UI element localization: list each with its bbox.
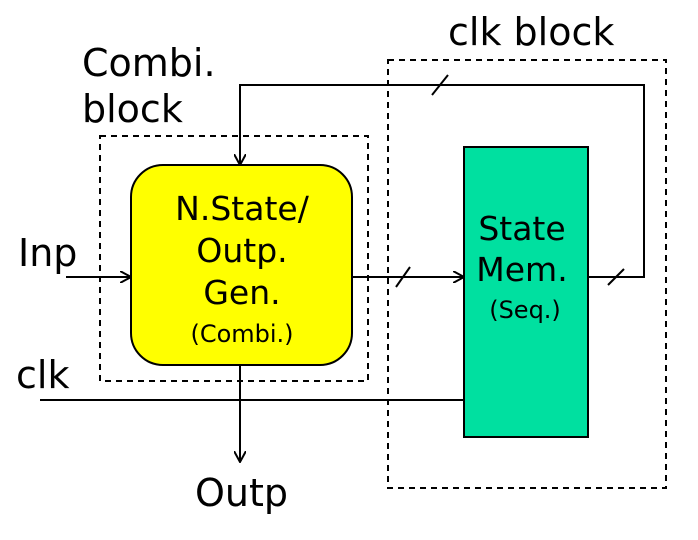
combi-box-line4: (Combi.) <box>190 320 293 348</box>
combi-logic-box <box>130 164 353 366</box>
combi-block-boundary <box>99 135 369 382</box>
clock-label: clk <box>16 353 69 397</box>
bus-slash-feedback-top <box>431 74 449 96</box>
combi-box-line2: Outp. <box>196 231 287 270</box>
clk-block-label: clk block <box>448 10 614 54</box>
bus-slash-feedback-right <box>607 268 625 286</box>
input-label: Inp <box>18 231 77 275</box>
state-box-line1: State <box>478 209 565 248</box>
combi-block-label-line2: block <box>82 87 183 131</box>
combi-box-line1: N.State/ <box>175 189 310 228</box>
state-box-line2: Mem. <box>476 250 567 289</box>
bus-slash-next-state <box>395 266 411 288</box>
state-memory-box <box>463 146 589 438</box>
output-label: Outp <box>195 471 288 515</box>
combi-box-line3: Gen. <box>203 273 280 312</box>
state-box-line3: (Seq.) <box>489 296 561 324</box>
feedback-wire <box>240 84 645 278</box>
combi-block-label-line1: Combi. <box>82 41 216 85</box>
